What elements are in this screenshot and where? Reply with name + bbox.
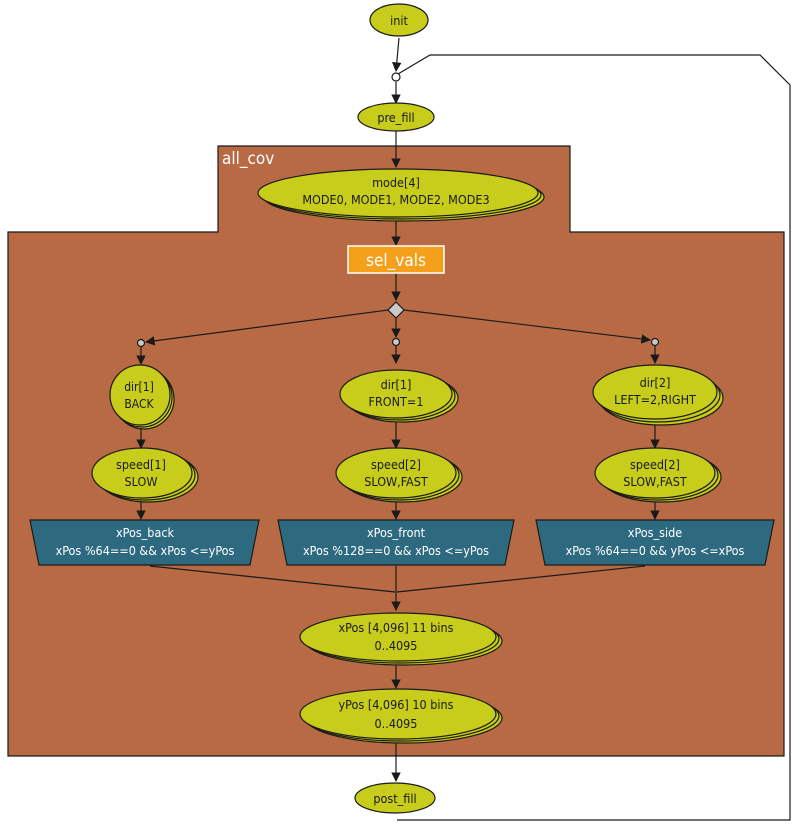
edge-decision-back	[145, 309, 389, 346]
constraint-back-title: xPos_back	[116, 525, 175, 540]
init-label: init	[390, 13, 408, 28]
mode-values: MODE0, MODE1, MODE2, MODE3	[302, 192, 489, 207]
loop-back-path	[397, 54, 791, 821]
xpos-range: 0..4095	[375, 638, 418, 653]
speed-side-node[interactable]: speed[2] SLOW,FAST	[594, 447, 722, 503]
constraint-side-title: xPos_side	[628, 525, 682, 540]
sel-vals-action[interactable]: sel_vals	[347, 245, 445, 274]
constraint-back-expr: xPos %64==0 && xPos <=yPos	[56, 543, 235, 558]
dir-side-title: dir[2]	[640, 375, 671, 390]
speed-front-values: SLOW,FAST	[364, 474, 428, 489]
dir-side-node[interactable]: dir[2] LEFT=2,RIGHT	[592, 364, 724, 426]
speed-back-values: SLOW	[125, 474, 158, 489]
constraint-xpos-front[interactable]: xPos_front xPos %128==0 && xPos <=yPos	[277, 519, 515, 566]
edge-side-merge	[396, 565, 646, 593]
post-fill-node[interactable]: post_fill	[354, 782, 436, 814]
edge-decision-side	[403, 309, 651, 344]
branch-point-side	[650, 337, 660, 347]
branch-point-front	[391, 337, 401, 347]
xpos-cover-node[interactable]: xPos [4,096] 11 bins 0..4095	[299, 612, 503, 666]
dir-back-node[interactable]: dir[1] BACK	[109, 364, 175, 430]
speed-front-node[interactable]: speed[2] SLOW,FAST	[335, 447, 463, 503]
init-node[interactable]: init	[369, 3, 429, 37]
constraint-xpos-side[interactable]: xPos_side xPos %64==0 && yPos <=xPos	[535, 519, 775, 566]
dir-back-title: dir[1]	[124, 380, 154, 394]
ypos-title: yPos [4,096] 10 bins	[339, 697, 454, 712]
mode-node[interactable]: mode[4] MODE0, MODE1, MODE2, MODE3	[257, 168, 545, 222]
ypos-cover-node[interactable]: yPos [4,096] 10 bins 0..4095	[299, 688, 503, 744]
post-fill-label: post_fill	[373, 791, 416, 806]
join-point	[391, 72, 401, 82]
dir-front-title: dir[1]	[381, 377, 412, 392]
mode-title: mode[4]	[372, 175, 420, 190]
dir-back-values: BACK	[124, 397, 154, 411]
speed-back-node[interactable]: speed[1] SLOW	[91, 447, 199, 503]
xpos-title: xPos [4,096] 11 bins	[339, 620, 454, 635]
constraint-side-expr: xPos %64==0 && yPos <=xPos	[566, 543, 745, 558]
speed-side-title: speed[2]	[630, 457, 680, 472]
dir-side-values: LEFT=2,RIGHT	[614, 392, 696, 407]
branch-point-back	[136, 338, 146, 348]
dir-front-node[interactable]: dir[1] FRONT=1	[339, 369, 459, 423]
constraint-xpos-back[interactable]: xPos_back xPos %64==0 && xPos <=yPos	[29, 519, 260, 566]
edge-back-merge	[149, 565, 396, 593]
dir-front-values: FRONT=1	[369, 394, 424, 409]
constraint-front-expr: xPos %128==0 && xPos <=yPos	[303, 543, 489, 558]
constraint-front-title: xPos_front	[367, 525, 426, 540]
speed-front-title: speed[2]	[371, 457, 421, 472]
group-label: all_cov	[222, 149, 274, 169]
speed-back-title: speed[1]	[116, 457, 166, 472]
edge-init-join	[392, 37, 402, 72]
pre-fill-label: pre_fill	[377, 110, 414, 125]
ypos-range: 0..4095	[375, 716, 418, 731]
sel-vals-label: sel_vals	[366, 251, 426, 271]
speed-side-values: SLOW,FAST	[623, 474, 687, 489]
pre-fill-node[interactable]: pre_fill	[357, 102, 435, 132]
decision-diamond	[387, 301, 405, 319]
